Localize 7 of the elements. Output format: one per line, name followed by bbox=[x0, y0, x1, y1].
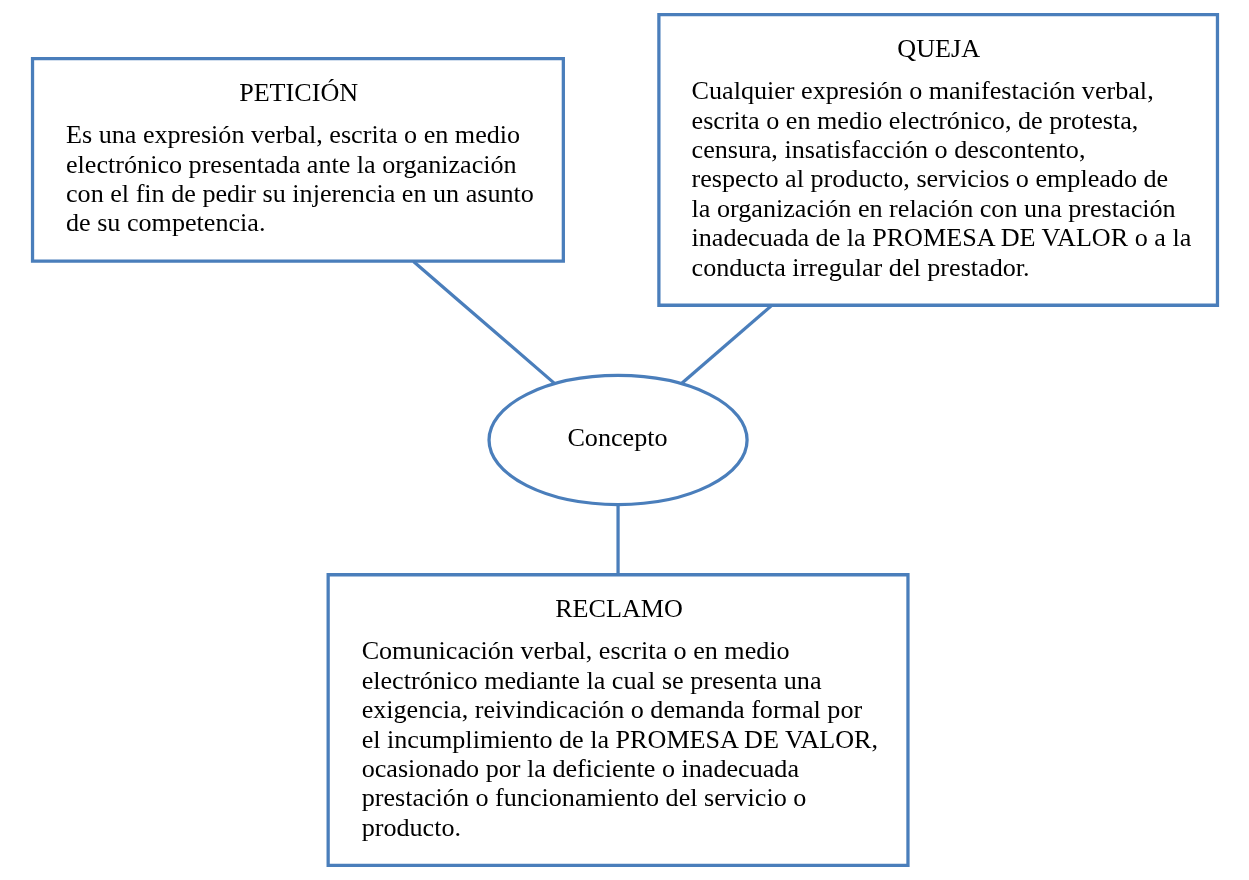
connector bbox=[679, 304, 773, 385]
node-box: RECLAMO Comunicación verbal, escrita o en medio electrónico mediante la cual se presenta una exigencia, reivindicación o demanda formal por el incumplimiento de la PROMESA DE VALOR, ocasionado por la deficiente o inadecuada prestación o funcionamiento del servicio o producto. bbox=[326, 573, 910, 868]
node-ellipse: Concepto bbox=[486, 373, 749, 507]
connector bbox=[615, 505, 620, 575]
node-box: PETICIÓN Es una expresión verbal, escrita o en medio electrónico presentada ante la organización con el fin de pedir su injerencia en un asunto de su competencia. bbox=[30, 57, 565, 263]
node-box: QUEJA Cualquier expresión o manifestación verbal, escrita o en medio electrónico, de protesta, censura, insatisfacción o descontento, respecto al producto, servicios o empleado de la organización en relación con una prestación inadecuada de la PROMESA DE VALOR o a la conducta irregular del prestador. bbox=[656, 12, 1219, 307]
connector bbox=[411, 260, 556, 385]
